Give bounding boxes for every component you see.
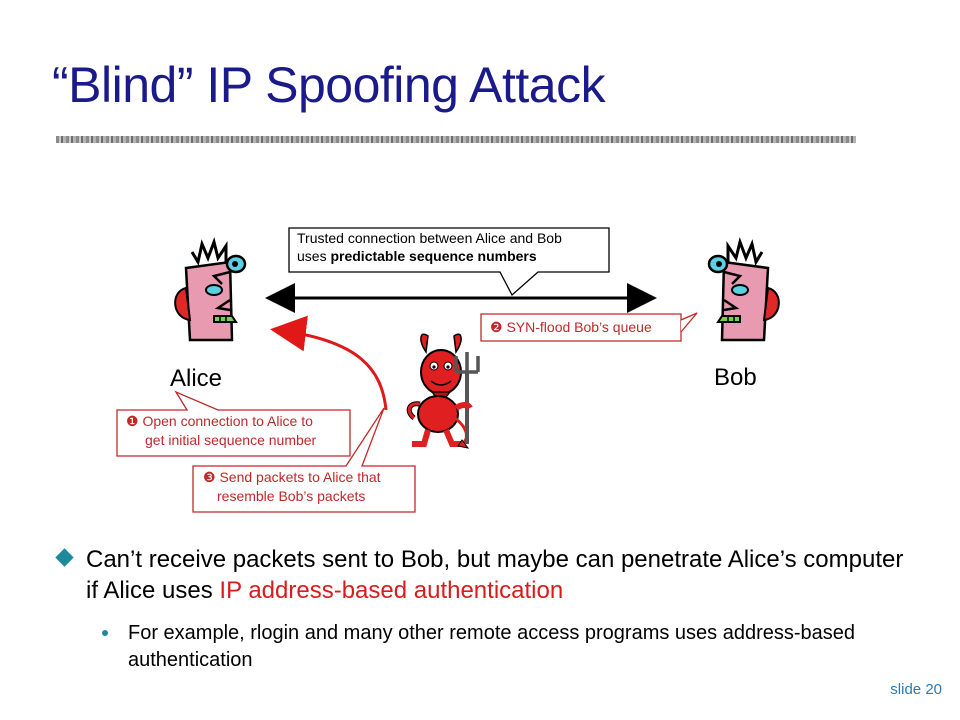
trusted-line2-bold: predictable sequence numbers xyxy=(330,248,536,264)
bullet-highlight: IP address-based authentication xyxy=(219,577,564,604)
sub-bullet-text: For example, rlogin and many other remot… xyxy=(128,622,856,671)
trusted-line1: Trusted connection between Alice and Bob xyxy=(297,230,562,246)
svg-text:Trusted connection between Ali: Trusted connection between Alice and Bob xyxy=(297,230,562,246)
step2-marker: ❷ xyxy=(490,319,503,335)
devil-attacker-icon xyxy=(406,333,480,449)
alice-label: Alice xyxy=(170,365,222,392)
alice-face-icon xyxy=(174,236,247,342)
step1-callout: ❶ Open connection to Alice to get initia… xyxy=(116,390,351,457)
sub-bullet: For example, rlogin and many other remot… xyxy=(102,620,916,674)
bullet-text: Can’t receive packets sent to Bob, but m… xyxy=(86,546,904,604)
trusted-connection-callout: Trusted connection between Alice and Bob… xyxy=(288,227,610,297)
svg-text:❷ SYN-flood Bob’s queue: ❷ SYN-flood Bob’s queue xyxy=(490,319,652,335)
step3-marker: ❸ xyxy=(203,469,216,485)
spoof-arrow xyxy=(270,315,388,411)
dot-bullet-icon xyxy=(102,630,108,636)
svg-text:❶ Open connection to Alice to: ❶ Open connection to Alice to xyxy=(126,413,313,429)
title-divider xyxy=(56,136,856,143)
bullet-list: Can’t receive packets sent to Bob, but m… xyxy=(55,544,916,674)
diamond-bullet-icon xyxy=(55,548,74,567)
step3-line2: resemble Bob’s packets xyxy=(217,488,365,504)
slide-number: slide 20 xyxy=(890,681,942,698)
slide-title: “Blind” IP Spoofing Attack xyxy=(52,57,606,113)
step3-line1: Send packets to Alice that xyxy=(219,469,380,485)
bob-label: Bob xyxy=(714,364,757,391)
step2-text: SYN-flood Bob’s queue xyxy=(506,319,651,335)
svg-text:uses predictable sequence numb: uses predictable sequence numbers xyxy=(297,248,537,264)
bullet-main: Can’t receive packets sent to Bob, but m… xyxy=(55,544,916,606)
bob-face-icon xyxy=(707,236,780,342)
step3-callout: ❸ Send packets to Alice that resemble Bo… xyxy=(192,407,416,513)
step1-line1: Open connection to Alice to xyxy=(142,413,313,429)
svg-text:❸ Send packets to Alice that: ❸ Send packets to Alice that xyxy=(203,469,381,485)
step1-marker: ❶ xyxy=(126,413,139,429)
step2-callout: ❷ SYN-flood Bob’s queue xyxy=(480,312,698,342)
trusted-line2-prefix: uses xyxy=(297,248,330,264)
step1-line2: get initial sequence number xyxy=(145,432,317,448)
